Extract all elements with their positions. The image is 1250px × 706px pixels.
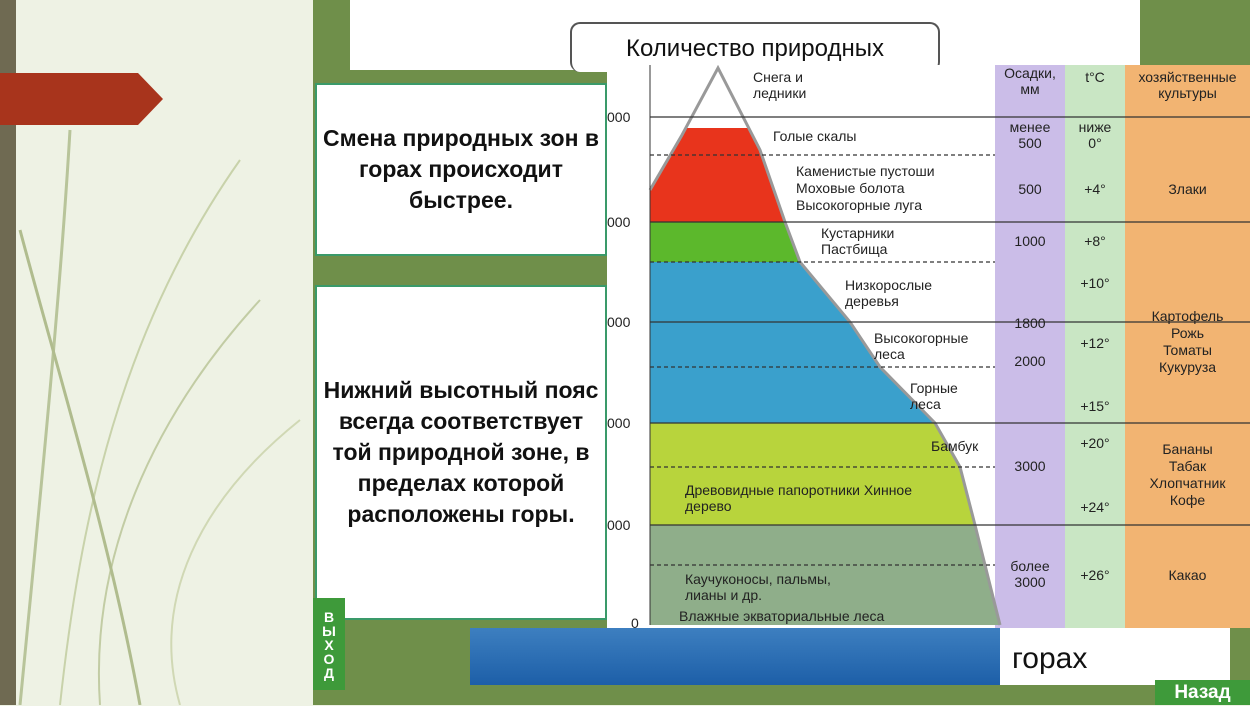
precip-value: 1800: [1014, 315, 1046, 331]
temp-value: ниже 0°: [1078, 119, 1112, 151]
text-box-lower-belt-text: Нижний высотный пояс всегда соответствуе…: [323, 376, 599, 528]
crops-column: [1125, 65, 1250, 628]
crop-value: Бананы Табак Хлопчатник Кофе: [1149, 441, 1226, 508]
precip-value: 3000: [1014, 458, 1046, 474]
zone-label: Влажные экваториальные леса: [679, 608, 885, 624]
temp-value: +24°: [1080, 499, 1110, 515]
zone-label: Высокогорные леса: [874, 330, 969, 362]
precip-value: 1000: [1014, 233, 1046, 249]
precip-value: более 3000: [1010, 558, 1050, 590]
zone-label: Каменистые пустоши Моховые болота Высоко…: [796, 163, 935, 213]
zone-band-greygreen: [650, 525, 1000, 625]
crop-value: Какао: [1168, 567, 1207, 583]
zone-label: Голые скалы: [773, 128, 857, 144]
temp-value: +20°: [1080, 435, 1110, 451]
temp-column: [1065, 65, 1125, 628]
zone-label: Низкорослые деревья: [845, 277, 933, 309]
left-strip: [0, 0, 16, 705]
zone-label: Бамбук: [931, 438, 979, 454]
bottom-text-fragment: горах: [1000, 628, 1230, 685]
text-box-faster-change-text: Смена природных зон в горах происходит б…: [323, 124, 600, 214]
zone-label: Горные леса: [910, 380, 958, 412]
altitude-tick: 000: [607, 109, 631, 125]
temp-value: +12°: [1080, 335, 1110, 351]
text-box-faster-change: Смена природных зон в горах происходит б…: [315, 83, 607, 256]
altitude-tick: 0: [631, 615, 639, 631]
altitude-tick: 000: [607, 415, 631, 431]
back-button[interactable]: Назад: [1155, 680, 1250, 705]
temp-value: +10°: [1080, 275, 1110, 291]
precip-value: 500: [1018, 181, 1042, 197]
mountain-svg: [648, 65, 1250, 628]
altitudinal-zonation-diagram: 000 000 000 000 000 0 Осадки, мм t°C хоз…: [607, 65, 1250, 631]
precip-value: 2000: [1014, 353, 1046, 369]
precip-value: менее 500: [1009, 119, 1051, 151]
mountain-outline: [648, 65, 1002, 626]
temp-value: +26°: [1080, 567, 1110, 583]
altitude-tick: 000: [607, 214, 631, 230]
temp-value: +15°: [1080, 398, 1110, 414]
decorative-curves: [18, 129, 301, 705]
header-temp: t°C: [1085, 69, 1105, 85]
arrow-tab: [0, 73, 163, 125]
crop-value: Злаки: [1168, 181, 1207, 197]
temp-value: +4°: [1084, 181, 1106, 197]
exit-button[interactable]: ВЫХОД: [313, 598, 345, 690]
crop-value: Картофель Рожь Томаты Кукуруза: [1151, 308, 1224, 375]
text-box-lower-belt: Нижний высотный пояс всегда соответствуе…: [315, 285, 607, 620]
header-precip: Осадки, мм: [1004, 65, 1056, 97]
zone-label: Древовидные папоротники Хинное дерево: [685, 482, 913, 514]
bottom-map-strip: [470, 628, 1000, 685]
zone-band-yellowgreen: [650, 423, 1000, 525]
altitude-tick: 000: [607, 314, 631, 330]
zone-label: Снега и ледники: [753, 69, 807, 101]
title-fragment: Количество природных: [570, 22, 940, 72]
zone-label: Кустарники Пастбища: [821, 225, 895, 257]
temp-value: +8°: [1084, 233, 1106, 249]
zone-label: Каучуконосы, пальмы, лианы и др.: [685, 571, 831, 603]
header-crops: хозяйственные культуры: [1138, 69, 1237, 101]
precip-column: [995, 65, 1065, 628]
altitude-tick: 000: [607, 517, 631, 533]
